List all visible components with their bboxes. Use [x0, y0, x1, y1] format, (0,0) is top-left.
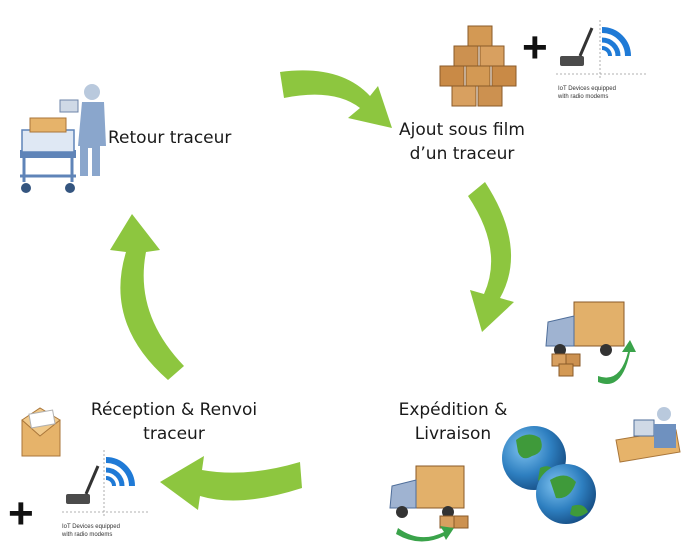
person-computer-icon — [615, 407, 681, 463]
step-label-ajout-line1: Ajout sous film — [399, 120, 525, 140]
step-label-expedition-line2: Livraison — [414, 424, 492, 444]
iot-caption-bottom-line2: with radio modems — [61, 532, 112, 538]
step-label-expedition: Expédition & Livraison — [388, 398, 518, 446]
step-label-expedition-line1: Expédition & — [398, 400, 508, 420]
step-label-reception-line2: traceur — [143, 424, 205, 444]
step-label-ajout-line2: d’un traceur — [409, 144, 515, 164]
plus-icon-bottom: + — [8, 489, 34, 538]
operator-cart-icon — [20, 84, 106, 193]
iot-device-icon — [556, 20, 646, 80]
arrow-bottom — [160, 456, 302, 510]
arrow-right — [468, 182, 514, 332]
iot-caption-bottom-line1: IoT Devices equipped — [62, 524, 120, 530]
iot-device-bottom-icon — [62, 450, 150, 516]
step-label-ajout: Ajout sous film d’un traceur — [372, 118, 552, 166]
step-label-reception-line1: Réception & Renvoi — [90, 400, 258, 420]
plus-icon: + — [522, 23, 548, 72]
delivery-truck-bottom-icon — [389, 465, 469, 542]
envelope-icon — [21, 407, 61, 457]
step-label-retour: Retour traceur — [108, 128, 232, 148]
step-label-reception: Réception & Renvoi traceur — [74, 398, 274, 446]
iot-caption-top-line1: IoT Devices equipped — [558, 86, 616, 92]
arrow-left — [110, 214, 184, 380]
globe-icon — [502, 426, 596, 524]
arrow-top — [280, 70, 392, 128]
boxes-stack-icon — [439, 25, 517, 107]
delivery-truck-icon — [545, 301, 636, 384]
iot-caption-top-line2: with radio modems — [557, 94, 608, 100]
